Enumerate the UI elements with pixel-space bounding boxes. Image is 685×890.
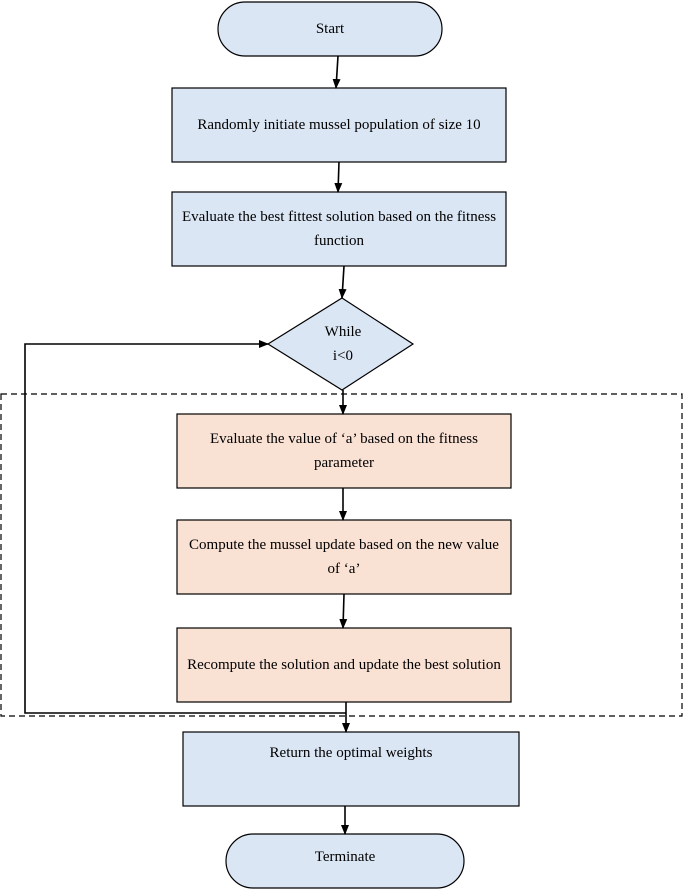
arrow-compute-to-recompute: [339, 593, 348, 629]
return-weights-box: [182, 731, 520, 807]
init-box: [171, 87, 507, 163]
recompute-label: Recompute the solution and update the be…: [177, 628, 511, 702]
return-weights-label: Return the optimal weights: [183, 732, 519, 774]
loop-region-border: [0, 393, 683, 717]
init-label-text: Randomly initiate mussel population of s…: [197, 117, 481, 133]
init-label: Randomly initiate mussel population of s…: [172, 88, 506, 162]
compute-update-label-text: Compute the mussel update based on the n…: [189, 537, 499, 577]
arrow-init-to-evaluate: [334, 161, 343, 193]
evaluate-a-label: Evaluate the value of ‘a’ based on the f…: [177, 414, 511, 488]
compute-update-box: [176, 519, 512, 595]
evaluate-a-box: [176, 413, 512, 489]
start-terminal: [217, 1, 443, 57]
decision-diamond: [266, 297, 415, 391]
evaluate-best-label: Evaluate the best fittest solution based…: [172, 192, 506, 266]
decision-label: While i<0: [298, 320, 388, 368]
evaluate-a-label-text: Evaluate the value of ‘a’ based on the f…: [210, 431, 478, 471]
arrow-evaluate-to-decision: [338, 265, 347, 299]
arrow-start-to-init: [332, 55, 341, 89]
compute-update-label: Compute the mussel update based on the n…: [177, 520, 511, 594]
decision-label-text: While i<0: [324, 324, 362, 364]
recompute-box: [176, 627, 512, 703]
return-weights-label-text: Return the optimal weights: [269, 745, 433, 761]
terminate-label-text: Terminate: [314, 849, 376, 865]
evaluate-best-label-text: Evaluate the best fittest solution based…: [181, 209, 497, 249]
terminate-label: Terminate: [226, 834, 464, 880]
start-label: Start: [218, 2, 442, 56]
recompute-label-text: Recompute the solution and update the be…: [187, 657, 501, 673]
loop-back-connector: [24, 340, 346, 714]
start-label-text: Start: [315, 21, 345, 37]
